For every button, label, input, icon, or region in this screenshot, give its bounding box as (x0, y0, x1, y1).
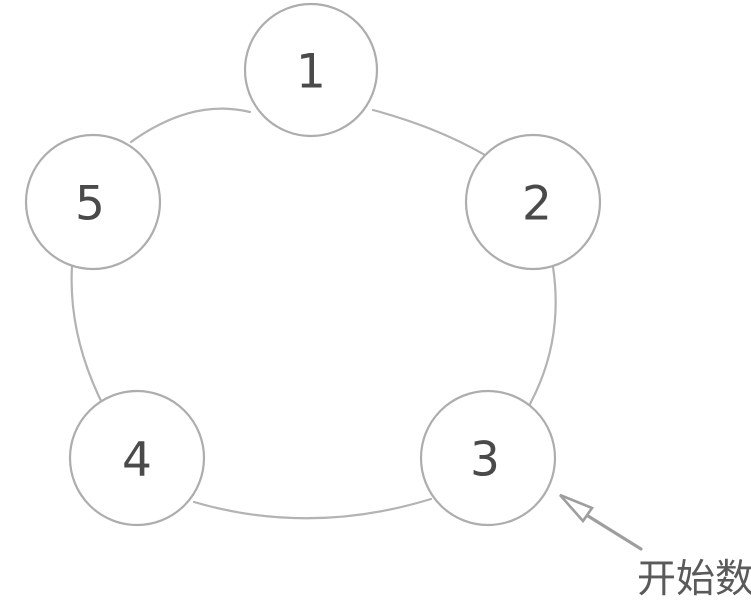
node-1-circle[interactable] (243, 2, 379, 138)
annotation-arrow-shaft (586, 514, 643, 551)
node-4-circle[interactable] (68, 389, 206, 527)
arc-node1-to-node2 (371, 108, 492, 160)
annotation-label: 开始数 (637, 557, 751, 602)
node-1-label: 1 (296, 45, 326, 100)
annotation-arrow-head-icon (559, 493, 594, 524)
node-5-label: 5 (75, 177, 105, 232)
node-2[interactable]: 2 (464, 133, 602, 271)
node-2-label: 2 (522, 177, 552, 232)
arc-node2-to-node3 (528, 265, 557, 406)
node-3-label: 3 (470, 433, 500, 488)
start-number-annotation: 开始数 (559, 493, 751, 602)
node-3[interactable]: 3 (419, 389, 557, 527)
ring-arcs-group (70, 107, 557, 520)
arc-node5-to-node1 (129, 107, 252, 144)
node-5-circle[interactable] (24, 133, 162, 271)
ring-nodes-group: 1 2 3 4 5 (24, 2, 602, 527)
node-5[interactable]: 5 (24, 133, 162, 271)
arc-node4-to-node5 (70, 264, 106, 409)
arc-node3-to-node4 (192, 497, 433, 520)
node-2-circle[interactable] (464, 133, 602, 271)
node-4[interactable]: 4 (68, 389, 206, 527)
node-1[interactable]: 1 (243, 2, 379, 138)
node-3-circle[interactable] (419, 389, 557, 527)
node-4-label: 4 (122, 433, 152, 488)
